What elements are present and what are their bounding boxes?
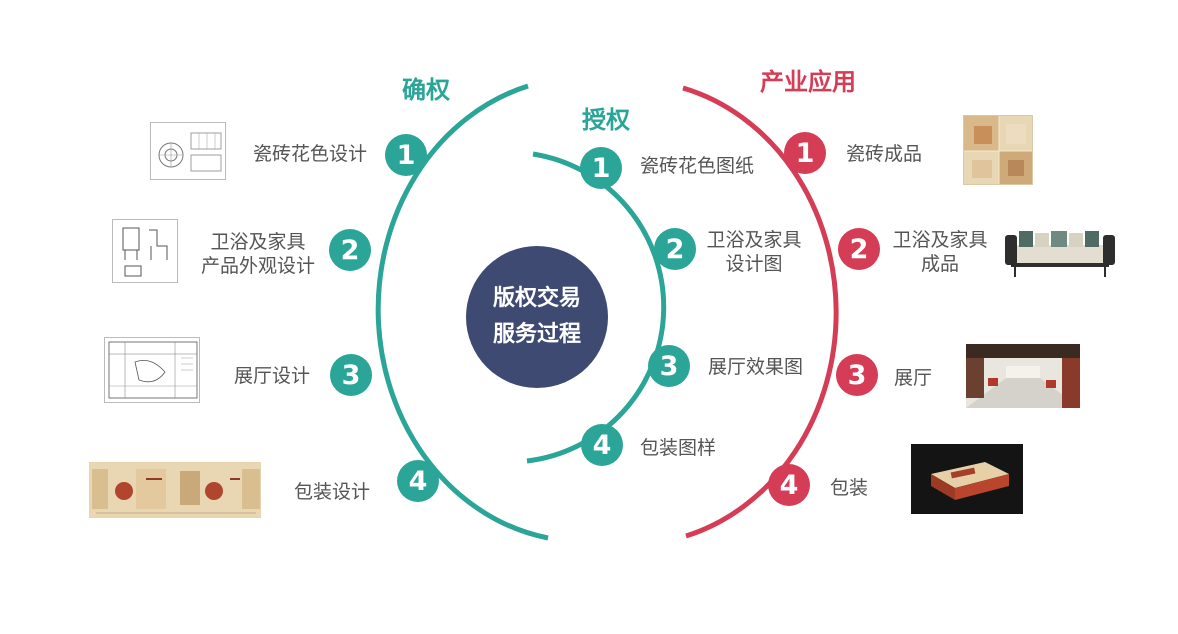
confirm-title: 确权	[402, 76, 450, 104]
license-step-1-label: 瓷砖花色图纸	[640, 155, 755, 177]
license-step-4-label: 包装图样	[640, 437, 717, 459]
confirm-step-4-badge: 4	[397, 460, 439, 502]
showroom-plan-thumbnail	[104, 337, 200, 403]
confirm-step-1-badge: 1	[385, 134, 427, 176]
license-step-1-badge: 1	[580, 147, 622, 189]
center-line-2: 服务过程	[492, 322, 581, 347]
industry-arc	[682, 85, 839, 539]
license-step-4-badge: 4	[581, 424, 623, 466]
confirm-step-2-label-line2: 产品外观设计	[200, 255, 315, 277]
license-step-2-label: 卫浴及家具 设计图	[702, 228, 806, 276]
industry-step-1-label: 瓷砖成品	[846, 143, 923, 165]
license-step-2-label-line2: 设计图	[725, 253, 783, 275]
industry-step-2-badge: 2	[838, 228, 880, 270]
center-line-1: 版权交易	[492, 286, 581, 311]
industry-step-4-badge: 4	[768, 464, 810, 506]
industry-step-1-badge: 1	[784, 132, 826, 174]
confirm-step-2-badge: 2	[329, 229, 371, 271]
industry-step-2-label: 卫浴及家具 成品	[888, 228, 992, 276]
confirm-step-2-label-line1: 卫浴及家具	[210, 231, 306, 253]
license-title: 授权	[582, 106, 630, 134]
license-step-2-label-line1: 卫浴及家具	[706, 229, 802, 251]
industry-step-3-label: 展厅	[894, 367, 933, 389]
industry-step-4-label: 包装	[830, 477, 869, 499]
packaging-product-thumbnail	[911, 444, 1023, 514]
showroom-photo-thumbnail	[966, 344, 1080, 408]
license-step-2-badge: 2	[654, 228, 696, 270]
tile-pattern-drawing-thumbnail	[150, 122, 226, 180]
confirm-step-3-badge: 3	[330, 354, 372, 396]
confirm-step-3-label: 展厅设计	[233, 365, 310, 387]
confirm-step-2-label: 卫浴及家具 产品外观设计	[196, 230, 320, 278]
confirm-arc	[375, 83, 549, 541]
industry-step-2-label-line2: 成品	[920, 253, 959, 275]
center-circle: 版权交易 服务过程	[466, 246, 608, 388]
industry-step-2-label-line1: 卫浴及家具	[892, 229, 988, 251]
packaging-design-thumbnail	[89, 462, 261, 518]
tile-product-thumbnail	[963, 115, 1033, 185]
license-step-3-label: 展厅效果图	[708, 356, 804, 378]
license-step-3-badge: 3	[648, 345, 690, 387]
confirm-step-4-label: 包装设计	[293, 481, 370, 503]
confirm-step-1-label: 瓷砖花色设计	[252, 143, 367, 165]
industry-title: 产业应用	[760, 68, 856, 96]
sofa-product-thumbnail	[1001, 223, 1119, 279]
industry-step-3-badge: 3	[836, 354, 878, 396]
furniture-drawing-thumbnail	[112, 219, 178, 283]
